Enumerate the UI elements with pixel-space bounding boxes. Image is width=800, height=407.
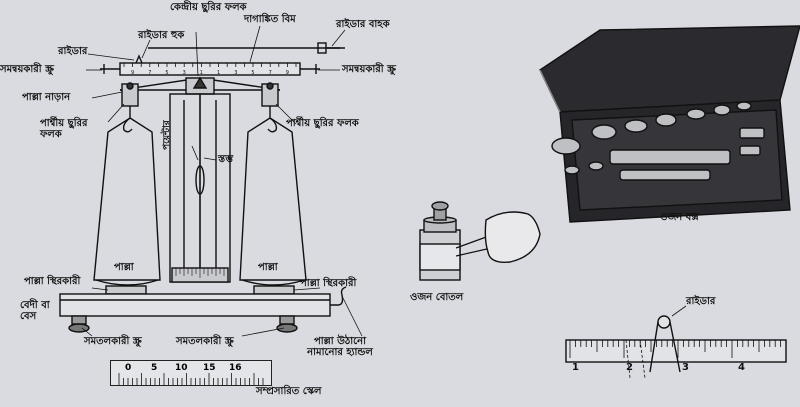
vernier-tick-16: 16 [229, 363, 242, 373]
label-leveling-screw-right: সমতলকারী স্ক্রু [176, 336, 234, 347]
label-side-knife-left: পার্শ্বীয় ছুরির ফলক [40, 118, 110, 140]
label-rider-hook: রাইডার হুক [138, 30, 184, 41]
left-leveling-screw [72, 316, 86, 324]
label-pan-stabilizer-left: পাল্লা স্থিরকারী [24, 276, 80, 287]
beam-tick-label: 9 [131, 70, 134, 76]
beam-tick-label: 3 [183, 70, 186, 76]
label-lever-handle: পাল্লা উঠানো নামানোর হ্যান্ডল [298, 336, 382, 358]
left-pan-frame [94, 118, 160, 280]
rider-scale-num-2: 2 [626, 362, 633, 373]
beam-tick-label: 3 [234, 70, 237, 76]
vernier-tick-10: 10 [175, 363, 188, 373]
left-pan-stabilizer [106, 286, 146, 294]
label-rider: রাইডার [58, 46, 87, 57]
rider-detail-wire-top [658, 316, 670, 328]
label-leveling-screw-left: সমতলকারী স্ক্রু [84, 336, 142, 347]
rider-scale-num-4: 4 [738, 362, 745, 373]
label-adjusting-screw-right: সমন্বয়কারী স্ক্রু [342, 64, 396, 75]
right-leveling-screw [280, 316, 294, 324]
weight-box-lid [540, 26, 800, 112]
rider-on-beam [136, 56, 142, 63]
beam-tick-label: 5 [165, 70, 168, 76]
label-central-knife: কেন্দ্রীয় ছুরির ফলক [170, 2, 247, 13]
rider-scale-num-1: 1 [572, 362, 579, 373]
label-rider-carrier: রাইডার বাহক [336, 19, 390, 30]
label-weighing-bottle: ওজন বোতল [410, 292, 463, 303]
beam-tick-label: 5 [251, 70, 254, 76]
vernier-tick-0: 0 [125, 363, 131, 373]
beam-tick-label: 1 [200, 70, 203, 76]
label-pointer: পয়েন্টার [162, 120, 173, 150]
beam-tick-label: 7 [269, 70, 272, 76]
vernier-tick-15: 15 [203, 363, 216, 373]
label-pan-mover: পাল্লা নাড়ান [22, 92, 70, 103]
left-pan [96, 280, 158, 285]
vernier-tick-5: 5 [151, 363, 157, 373]
lever-handle-rod [330, 287, 346, 305]
label-pan-left: পাল্লা [114, 262, 134, 273]
beam-tick-label: 9 [286, 70, 289, 76]
label-rider-detail: রাইডার [686, 296, 715, 307]
vernier-scale: 0 5 10 15 16 [110, 360, 272, 386]
label-vernier-scale: সম্প্রসারিত স্কেল [256, 386, 322, 397]
vernier-scale-ticks [111, 361, 271, 385]
label-adjusting-screw-left: সমন্বয়কারী স্ক্রু [0, 64, 54, 75]
label-pan-right: পাল্লা [258, 262, 278, 273]
base-plate [60, 294, 330, 316]
label-pillar: স্তম্ভ [218, 154, 233, 165]
label-side-knife-right: পার্শ্বীয় ছুরির ফলক [286, 118, 359, 129]
right-pan-frame [240, 118, 306, 280]
label-weight-box: ওজন বক্স [660, 212, 699, 223]
rider-scale-num-3: 3 [682, 362, 689, 373]
beam-tick-label: 7 [148, 70, 151, 76]
beam-tick-label: 1 [217, 70, 220, 76]
label-base: বেদী বা বেস [20, 300, 60, 322]
right-pan-stabilizer [254, 286, 294, 294]
label-graduated-beam: দাগাঙ্কিত বিম [244, 14, 296, 25]
weighing-bottle-drawing [420, 202, 540, 280]
label-pan-stabilizer-right: পাল্লা স্থিরকারী [300, 278, 356, 289]
right-pan [242, 280, 304, 285]
